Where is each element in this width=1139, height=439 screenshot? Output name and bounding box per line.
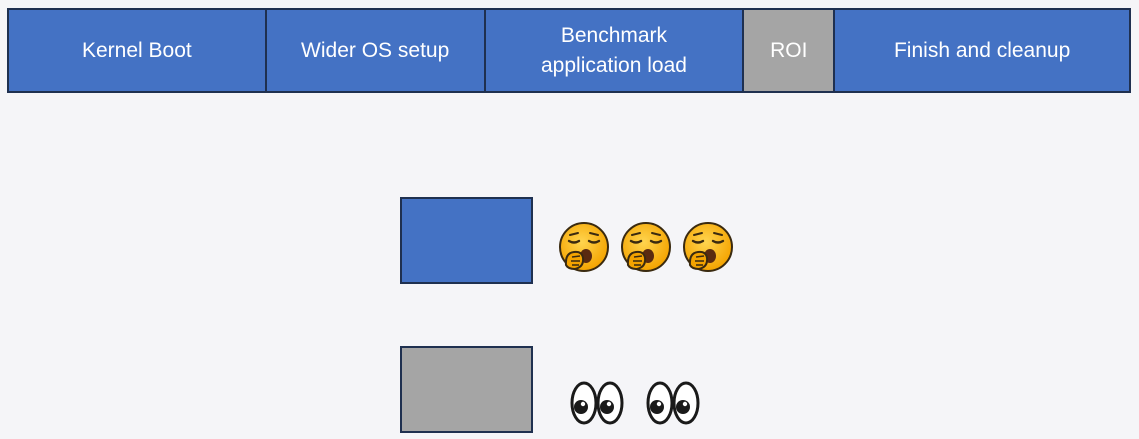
legend-yawn-icons <box>558 221 744 273</box>
eyes-icon <box>646 381 700 425</box>
yawning-face-icon <box>621 222 671 272</box>
legend-swatch-blue <box>400 197 533 284</box>
phase-wider-os-setup: Wider OS setup <box>264 8 486 93</box>
phase-benchmark-application-load: Benchmark application load <box>483 8 745 93</box>
yawning-face-icon <box>559 222 609 272</box>
eyes-icon <box>570 381 624 425</box>
legend-eyes-icons <box>570 380 722 426</box>
phase-kernel-boot: Kernel Boot <box>7 8 267 93</box>
legend-swatch-gray <box>400 346 533 433</box>
phase-roi: ROI <box>742 8 836 93</box>
yawning-face-icon <box>683 222 733 272</box>
phase-finish-and-cleanup: Finish and cleanup <box>833 8 1131 93</box>
simulation-timeline: Kernel Boot Wider OS setup Benchmark app… <box>7 8 1131 93</box>
